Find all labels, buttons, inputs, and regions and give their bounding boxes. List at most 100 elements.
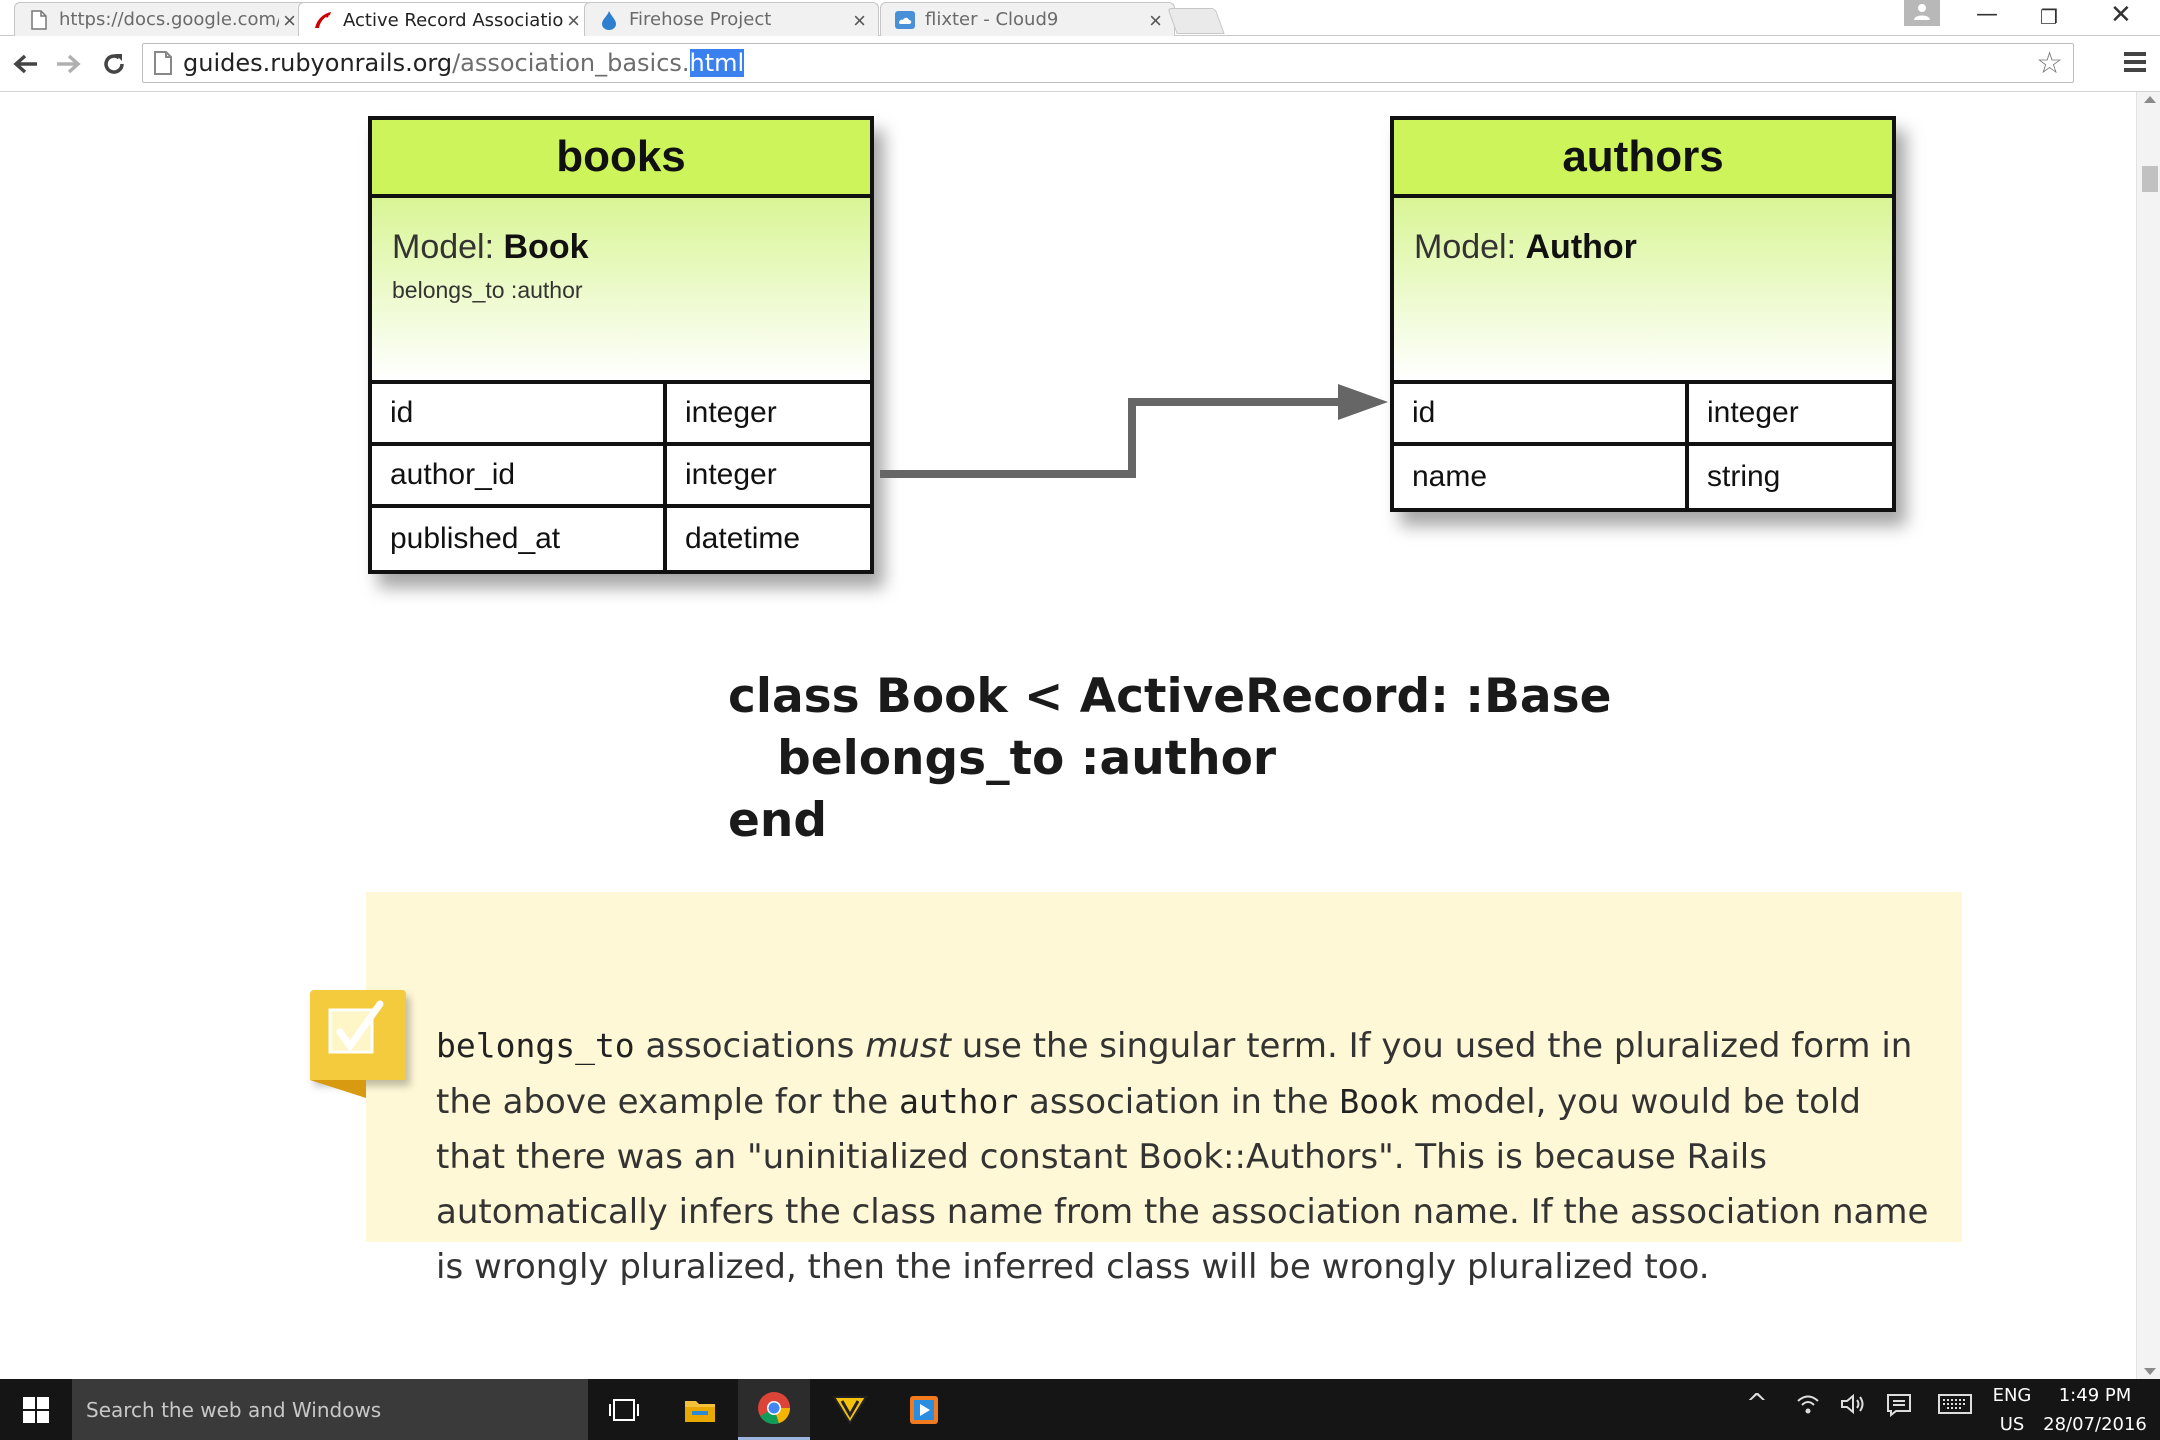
- model-section: Model: Book belongs_to :author: [372, 198, 870, 384]
- windows-start-icon[interactable]: [0, 1379, 72, 1440]
- note-fragment: association in the: [1018, 1082, 1340, 1122]
- column-type: integer: [1707, 396, 1799, 429]
- note-text: belongs_to associations must use the sin…: [436, 1018, 1936, 1295]
- action-center-icon[interactable]: [1886, 1393, 1912, 1423]
- scroll-thumb[interactable]: [2142, 166, 2158, 192]
- code-line: belongs_to :author: [728, 731, 1277, 786]
- page-icon: [154, 51, 172, 75]
- model-section: Model: Author: [1394, 198, 1892, 384]
- table-row: id integer: [1394, 384, 1892, 446]
- code-author: author: [898, 1082, 1019, 1121]
- minimize-icon[interactable]: —: [1976, 2, 1998, 27]
- table-row: name string: [1394, 446, 1892, 508]
- bookmark-star-icon[interactable]: ☆: [2036, 47, 2063, 80]
- keyboard-icon[interactable]: [1938, 1393, 1972, 1421]
- taskbar-search-input[interactable]: Search the web and Windows: [72, 1379, 588, 1440]
- clock[interactable]: 1:49 PM 28/07/2016: [2040, 1385, 2150, 1435]
- note-fragment: associations: [634, 1026, 866, 1066]
- clock-time: 1:49 PM: [2058, 1385, 2132, 1406]
- address-bar[interactable]: guides.rubyonrails.org/association_basic…: [142, 43, 2074, 83]
- media-player-icon[interactable]: [888, 1379, 960, 1440]
- books-table: books Model: Book belongs_to :author id …: [368, 116, 874, 574]
- rails-icon: [313, 10, 333, 30]
- tab-title: Active Record Association: [343, 9, 563, 31]
- cloud9-icon: [895, 10, 915, 30]
- column-name: author_id: [372, 446, 667, 504]
- tab-google-docs[interactable]: https://docs.google.com/d ×: [14, 2, 309, 36]
- url-selection: html: [689, 49, 745, 77]
- tab-title: Firehose Project: [629, 9, 772, 30]
- code-belongs-to: belongs_to: [436, 1026, 635, 1065]
- scroll-up-icon[interactable]: [2144, 96, 2156, 103]
- scroll-down-icon[interactable]: [2144, 1368, 2156, 1375]
- vertical-scrollbar[interactable]: [2136, 92, 2160, 1379]
- column-name: published_at: [372, 508, 667, 570]
- foreign-key-arrow: [880, 384, 1388, 478]
- model-label: Model:: [1414, 228, 1526, 266]
- app-v-icon[interactable]: [814, 1379, 886, 1440]
- volume-icon[interactable]: [1840, 1393, 1866, 1421]
- table-row: author_id integer: [372, 446, 870, 508]
- tab-title: flixter - Cloud9: [925, 9, 1059, 30]
- note-emphasis: must: [865, 1026, 951, 1066]
- association-line: belongs_to :author: [392, 277, 583, 303]
- pencil-note-icon: [310, 990, 406, 1098]
- file-explorer-icon[interactable]: [664, 1379, 736, 1440]
- tab-strip: https://docs.google.com/d × Active Recor…: [0, 0, 2160, 37]
- clock-date: 28/07/2016: [2043, 1414, 2147, 1435]
- column-type: datetime: [685, 522, 801, 555]
- firehose-icon: [599, 10, 619, 30]
- note-box: [366, 892, 1962, 1242]
- new-tab-button[interactable]: [1167, 8, 1225, 34]
- model-line: Model: Book: [392, 228, 850, 267]
- close-tab-icon[interactable]: ×: [1149, 8, 1162, 33]
- task-view-icon[interactable]: [588, 1379, 660, 1440]
- table-row: published_at datetime: [372, 508, 870, 570]
- model-label: Model:: [392, 228, 504, 266]
- model-name: Author: [1525, 228, 1637, 266]
- note-fragment: use the singular term. If you used the p…: [436, 1026, 1913, 1122]
- language-indicator[interactable]: ENG US: [1990, 1385, 2034, 1435]
- tab-firehose[interactable]: Firehose Project ×: [584, 2, 879, 36]
- table-row: id integer: [372, 384, 870, 446]
- profile-icon[interactable]: [1904, 0, 1940, 26]
- code-line: end: [728, 793, 827, 848]
- forward-icon[interactable]: [48, 44, 88, 84]
- code-line: class Book < ActiveRecord: :Base: [728, 669, 1612, 724]
- model-name: Book: [503, 228, 589, 266]
- reload-icon[interactable]: [94, 44, 134, 84]
- close-tab-icon[interactable]: ×: [283, 8, 296, 33]
- chevron-up-icon[interactable]: ^: [1746, 1389, 1768, 1419]
- restore-icon[interactable]: ❐: [2040, 5, 2058, 29]
- back-icon[interactable]: [6, 44, 46, 84]
- code-snippet: class Book < ActiveRecord: :Base belongs…: [728, 666, 1611, 852]
- url-path: /association_basics.: [452, 49, 690, 77]
- page-icon: [29, 9, 49, 30]
- column-type: integer: [685, 458, 777, 491]
- column-type: integer: [685, 396, 777, 429]
- url-domain: guides.rubyonrails.org: [183, 49, 453, 77]
- table-title: authors: [1394, 120, 1892, 198]
- tab-cloud9[interactable]: flixter - Cloud9 ×: [880, 2, 1175, 36]
- language-code: ENG: [1992, 1385, 2032, 1406]
- windows-taskbar: Search the web and Windows ^ ENG US 1:49 …: [0, 1379, 2160, 1440]
- browser-toolbar: guides.rubyonrails.org/association_basic…: [0, 36, 2160, 92]
- wifi-icon[interactable]: [1796, 1393, 1820, 1421]
- tab-active-record[interactable]: Active Record Association ×: [298, 2, 593, 37]
- close-tab-icon[interactable]: ×: [853, 8, 866, 33]
- column-name: id: [1394, 384, 1689, 442]
- close-window-icon[interactable]: ✕: [2110, 0, 2132, 30]
- model-line: Model: Author: [1414, 228, 1872, 267]
- close-tab-icon[interactable]: ×: [567, 8, 580, 33]
- chrome-icon[interactable]: [738, 1379, 810, 1440]
- column-name: name: [1394, 446, 1689, 508]
- note-fragment: model, you would be told that there was …: [436, 1082, 1929, 1287]
- column-type: string: [1707, 460, 1781, 493]
- authors-table: authors Model: Author id integer name st…: [1390, 116, 1896, 512]
- tab-title: https://docs.google.com/d: [59, 9, 279, 30]
- region-code: US: [1999, 1414, 2025, 1435]
- column-name: id: [372, 384, 667, 442]
- url-text[interactable]: guides.rubyonrails.org/association_basic…: [183, 49, 745, 77]
- menu-icon[interactable]: [2124, 52, 2146, 76]
- table-title: books: [372, 120, 870, 198]
